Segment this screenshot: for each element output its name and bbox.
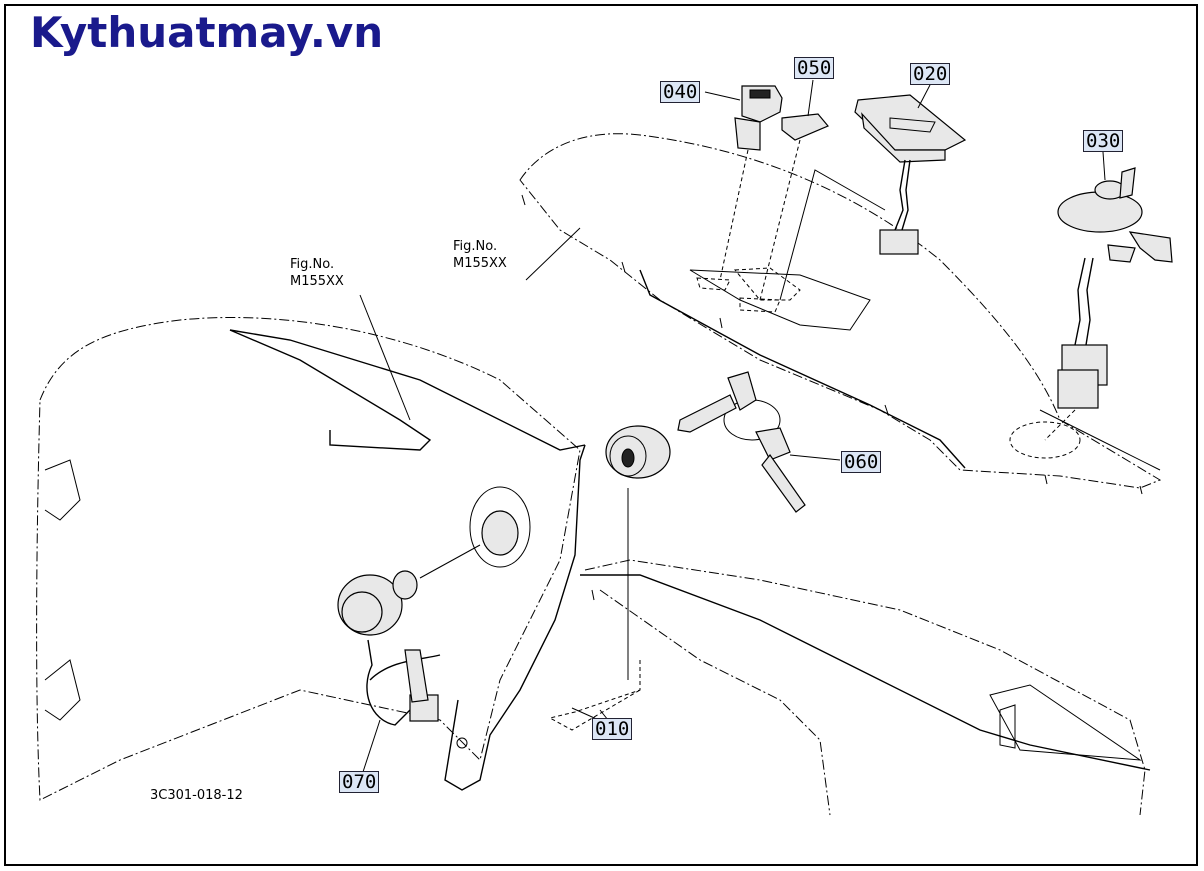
callout-060[interactable]: 060 [841,451,882,473]
figure-reference-top: Fig.No. M155XX [453,238,507,272]
callout-070[interactable]: 070 [339,771,380,793]
switch-020 [779,94,967,301]
callout-050[interactable]: 050 [794,57,835,79]
callout-020[interactable]: 020 [910,63,951,85]
lower-right-console [580,559,1151,816]
figure-reference-left-number: M155XX [290,274,344,289]
callout-040[interactable]: 040 [660,81,701,103]
drawing-frame [4,4,1198,866]
figure-reference-top-label: Fig.No. [453,239,498,254]
grommet [548,425,671,731]
callout-030[interactable]: 030 [1083,130,1124,152]
switch-040 [719,85,783,281]
figure-reference-left-label: Fig.No. [290,257,335,272]
indicator-070 [337,544,481,776]
site-watermark: Kythuatmay.vn [30,8,384,57]
upper-panel [519,133,1162,495]
ignition-030 [1044,167,1173,441]
drawing-number: 3C301-018-12 [150,788,243,803]
keys-060 [677,371,841,513]
cap-050 [759,113,829,301]
figure-reference-top-number: M155XX [453,256,507,271]
callout-010[interactable]: 010 [592,718,633,740]
lower-left-panel [36,317,586,801]
figure-reference-left: Fig.No. M155XX [290,256,344,290]
